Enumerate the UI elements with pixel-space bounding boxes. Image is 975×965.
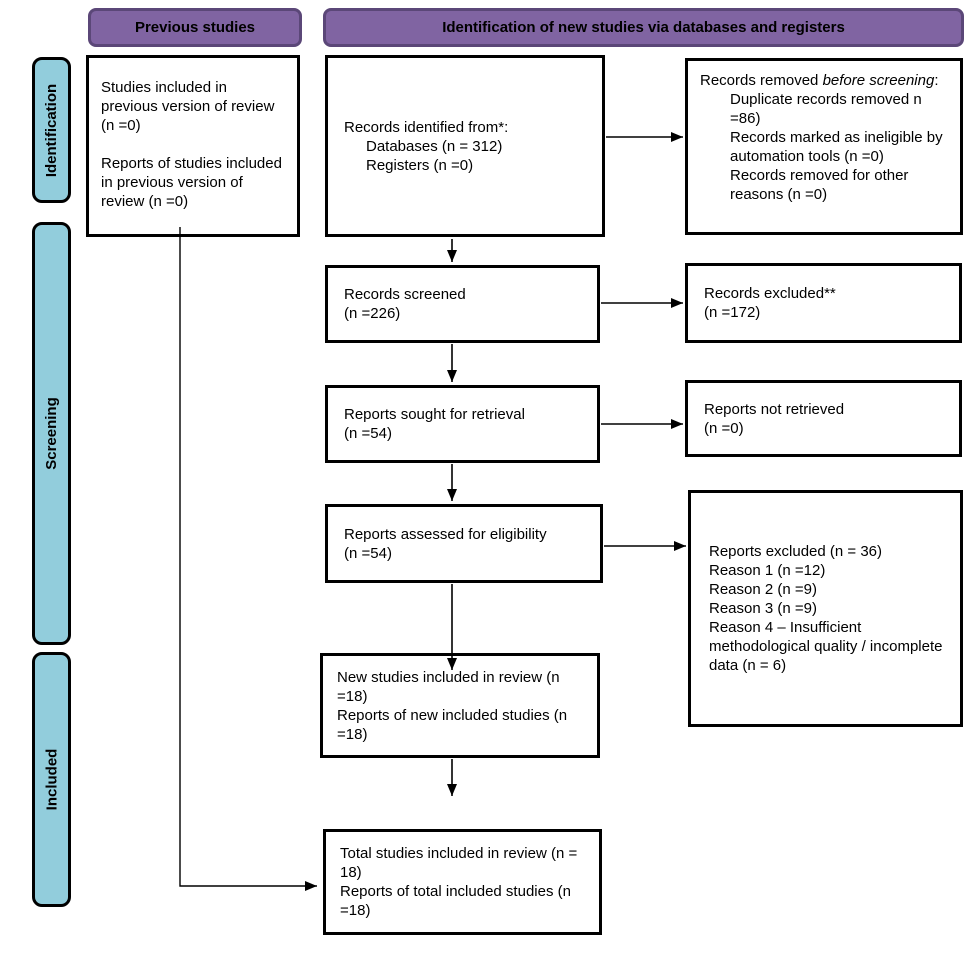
reports-sought-count: (n =54) (344, 425, 392, 442)
records-screened-text: Records screened (344, 286, 466, 303)
total-studies-text: Total studies included in review (n = 18… (340, 845, 578, 881)
header-identification-new-studies-label: Identification of new studies via databa… (442, 19, 845, 36)
box-new-studies-included: New studies included in review (n =18) R… (320, 653, 600, 758)
box-total-studies-included: Total studies included in review (n = 18… (323, 829, 602, 935)
reports-excluded-reason-2: Reason 2 (n =9) (709, 581, 817, 598)
records-removed-title-italic: before screening (822, 72, 935, 89)
box-reports-excluded-reasons: Reports excluded (n = 36) Reason 1 (n =1… (688, 490, 963, 727)
reports-assessed-text: Reports assessed for eligibility (344, 525, 547, 543)
new-studies-reports-text: Reports of new included studies (n =18) (337, 706, 568, 743)
records-identified-title: Records identified from*: (344, 118, 509, 136)
stage-identification: Identification (32, 57, 71, 203)
records-removed-title-prefix: Records removed (700, 72, 823, 89)
records-removed-automation: Records marked as ineligible by automati… (730, 129, 943, 165)
box-records-screened: Records screened (n =226) (325, 265, 600, 343)
box-records-removed: Records removed before screening: Duplic… (685, 58, 963, 235)
reports-excluded-reason-4: Reason 4 – Insufficient methodological q… (709, 619, 943, 674)
records-removed-duplicates: Duplicate records removed n =86) (730, 91, 922, 127)
records-identified-registers: Registers (n =0) (366, 156, 474, 174)
reports-excluded-total: Reports excluded (n = 36) (709, 543, 883, 560)
reports-excluded-reason-1: Reason 1 (n =12) (709, 562, 826, 579)
records-identified-databases: Databases (n = 312) (366, 137, 503, 155)
records-removed-title-suffix: : (934, 72, 939, 89)
total-studies-reports-text: Reports of total included studies (n =18… (340, 883, 571, 919)
box-records-identified: Records identified from*: Databases (n =… (325, 55, 605, 237)
box-previous-studies: Studies included in previous version of … (86, 55, 300, 237)
reports-sought-text: Reports sought for retrieval (344, 406, 525, 423)
stage-included-label: Included (43, 748, 61, 811)
box-reports-assessed: Reports assessed for eligibility (n =54) (325, 504, 603, 583)
records-screened-count: (n =226) (344, 305, 401, 322)
reports-excluded-reason-3: Reason 3 (n =9) (709, 600, 817, 617)
records-excluded-count: (n =172) (704, 304, 761, 321)
records-excluded-text: Records excluded** (704, 285, 836, 302)
records-removed-other: Records removed for other reasons (n =0) (730, 167, 909, 203)
records-removed-title: Records removed before screening: (700, 71, 952, 90)
box-records-excluded: Records excluded** (n =172) (685, 263, 962, 343)
previous-studies-text-2: Reports of studies included in previous … (101, 155, 282, 210)
header-previous-studies-label: Previous studies (134, 19, 256, 36)
stage-included: Included (32, 652, 71, 907)
reports-not-retrieved-count: (n =0) (704, 419, 744, 437)
stage-screening-label: Screening (43, 397, 60, 470)
box-reports-not-retrieved: Reports not retrieved (n =0) (685, 380, 962, 457)
reports-not-retrieved-text: Reports not retrieved (704, 400, 845, 418)
new-studies-text: New studies included in review (n =18) (337, 668, 560, 705)
reports-assessed-count: (n =54) (344, 544, 392, 562)
stage-identification-label: Identification (43, 83, 60, 177)
header-previous-studies: Previous studies (88, 8, 302, 47)
previous-studies-text-1: Studies included in previous version of … (101, 79, 275, 134)
arrow-previous-studies-to-total (179, 227, 317, 891)
box-reports-sought: Reports sought for retrieval (n =54) (325, 385, 600, 463)
header-identification-new-studies: Identification of new studies via databa… (323, 8, 964, 47)
stage-screening: Screening (32, 222, 71, 645)
